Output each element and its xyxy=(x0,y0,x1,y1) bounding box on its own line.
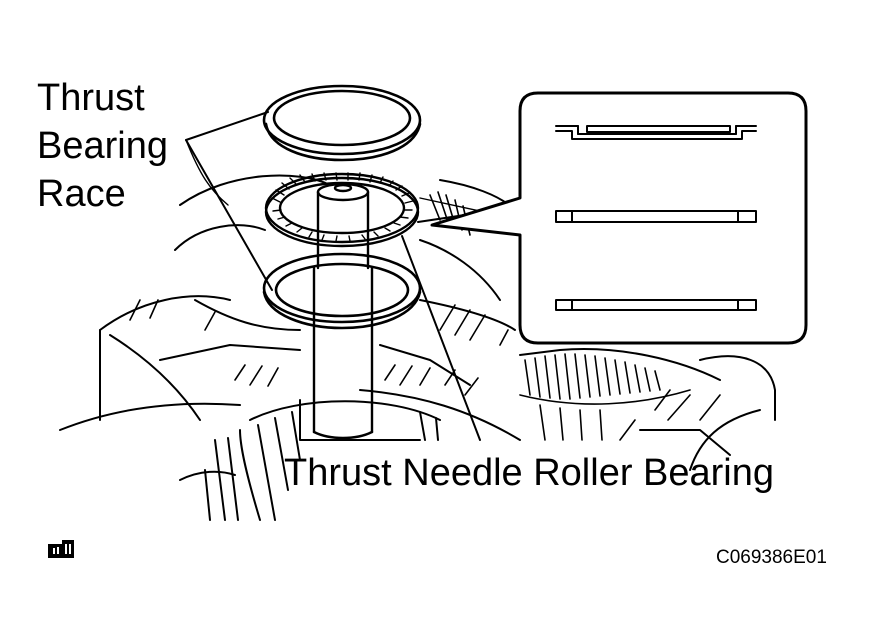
race-section-top xyxy=(555,125,757,140)
race-section-bottom xyxy=(555,299,757,311)
callout-box xyxy=(430,91,808,345)
leader-lines xyxy=(185,111,513,441)
upper-thrust-race xyxy=(262,84,422,162)
shaft xyxy=(312,182,374,440)
lower-gear xyxy=(179,399,441,521)
shading-hatch xyxy=(129,299,721,441)
housing-outline xyxy=(59,174,776,471)
thrust-bearing-race-label: Thrust Bearing Race xyxy=(37,74,168,218)
race-label-line-3: Race xyxy=(37,173,126,215)
figure-code: C069386E01 xyxy=(716,547,827,568)
race-label-line-1: Thrust xyxy=(37,77,145,119)
gear-teeth xyxy=(429,191,691,441)
needle-roller-bearing xyxy=(264,172,420,248)
needle-section-middle xyxy=(555,210,757,223)
race-label-line-2: Bearing xyxy=(37,125,168,167)
reference-symbol-icon xyxy=(48,540,74,558)
needle-roller-bearing-label: Thrust Needle Roller Bearing xyxy=(284,452,775,494)
lower-thrust-race xyxy=(262,252,422,330)
